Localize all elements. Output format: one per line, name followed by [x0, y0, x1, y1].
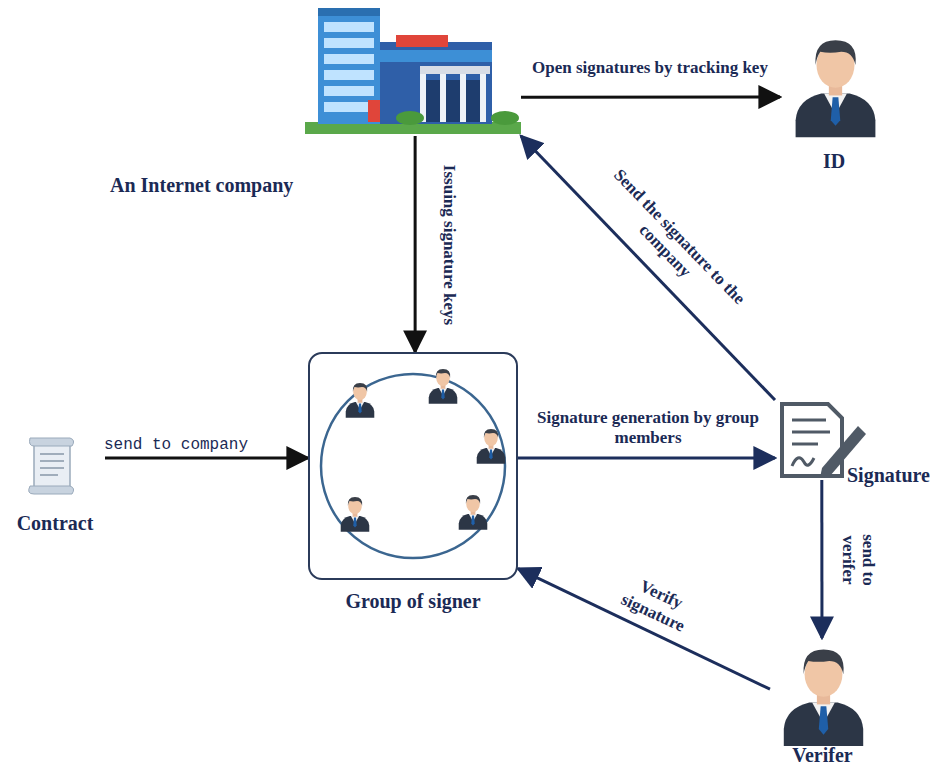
contract-scroll [29, 438, 74, 494]
flow-arrow [521, 136, 775, 400]
company-node: An Internet company [305, 2, 521, 136]
flow-arrow [105, 457, 308, 460]
edge-label: Issuing signature keys [439, 125, 459, 365]
person-icon [796, 40, 876, 137]
signature-node: Signature [775, 400, 865, 480]
member-icon [341, 497, 370, 532]
node-label: ID [780, 150, 888, 172]
edge-label: Send the signature to the company [574, 144, 769, 344]
edge-label: send to verifer [838, 515, 878, 605]
edge-label: send to company [76, 436, 276, 454]
edge-label: Verify signature [599, 563, 716, 646]
flow-arrow [521, 96, 780, 99]
node-label: Signature [847, 464, 947, 486]
member-icon [429, 369, 458, 404]
node-label: An Internet company [110, 174, 340, 196]
edge-label: Open signatures by tracking key [510, 58, 790, 78]
company-building [305, 8, 521, 134]
flow-arrow [820, 480, 823, 638]
verifier-node: Verifer [770, 638, 875, 766]
member-icon [459, 495, 488, 530]
signer-group: Group of signer [308, 352, 518, 580]
member-ring [321, 374, 505, 558]
member-icon [346, 383, 375, 418]
member-icon [477, 429, 506, 464]
node-label: Verifer [770, 744, 875, 766]
flow-arrow [518, 457, 775, 460]
edge-label: Signature generation by group members [528, 408, 768, 448]
contract-node: Contract [5, 432, 105, 532]
node-label: Contract [5, 512, 105, 534]
node-label: Group of signer [308, 590, 518, 612]
flow-arrow [414, 136, 417, 352]
id-node: ID [780, 28, 888, 173]
person-icon [784, 650, 863, 746]
